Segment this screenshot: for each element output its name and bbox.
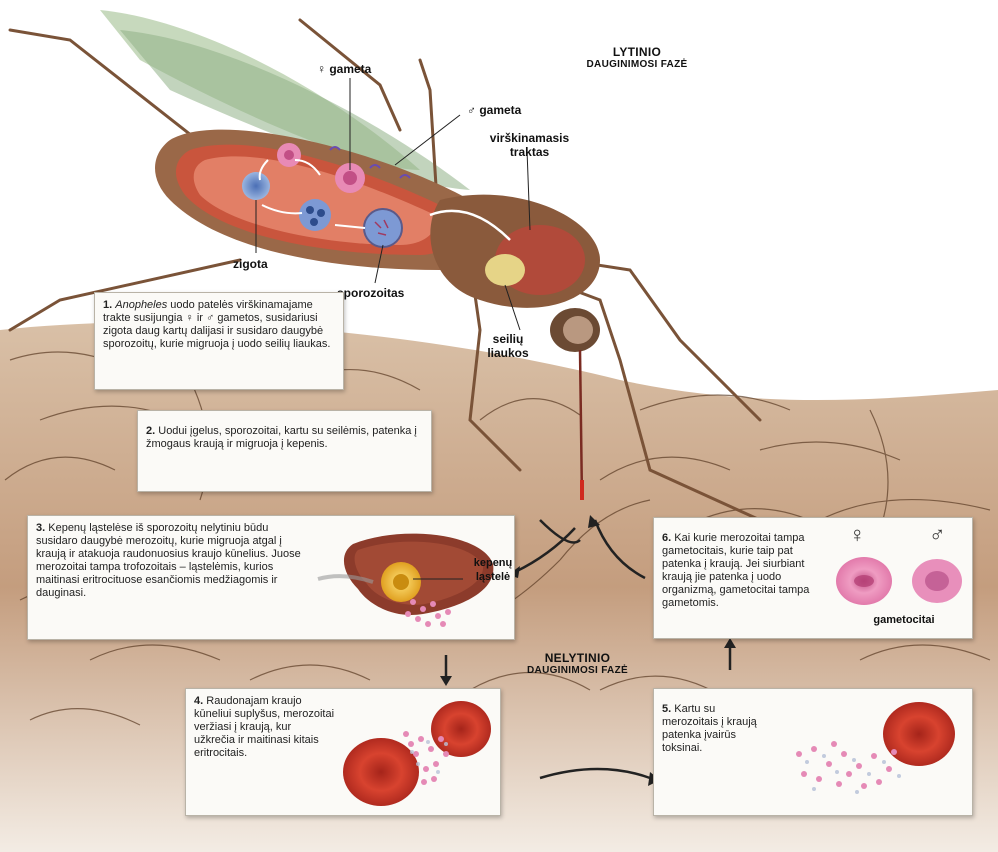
sexual-phase-title-line-2: DAUGINIMOSI FAZĖ — [582, 59, 692, 70]
asexual-phase-title-line-1: NELYTINIO — [520, 651, 635, 665]
sporozoite-label: sporozoitas — [337, 286, 404, 300]
liver-cell-label-line-2: ląstelė — [468, 570, 518, 584]
step-4-box: 4. Raudonajam kraujo kūneliui suplyšus, … — [185, 688, 501, 816]
step-1-species: Anopheles — [115, 299, 167, 311]
male-symbol: ♂ — [929, 528, 946, 541]
male-gamete-label: ♂ gameta — [467, 103, 521, 117]
liver-cell-label: kepenų ląstelė — [468, 556, 518, 584]
asexual-phase-title-line-2: DAUGINIMOSI FAZĖ — [520, 665, 635, 676]
female-gamete-label: ♀ gameta — [317, 62, 371, 76]
digestive-tract-label-line-2: traktas — [482, 145, 577, 159]
step-6-text-block: 6. Kai kurie merozoitai tampa gametocita… — [662, 524, 822, 610]
digestive-tract-label-line-1: virškinamasis — [482, 131, 577, 145]
step-3-number: 3. — [36, 522, 45, 534]
step-1-box: 1. Anopheles uodo patelės virškinamajame… — [94, 292, 344, 390]
step-5-box: 5. Kartu su merozoitais į kraują patenka… — [653, 688, 973, 816]
asexual-phase-title: NELYTINIO DAUGINIMOSI FAZĖ — [520, 651, 635, 676]
step-6-box: 6. Kai kurie merozoitai tampa gametocita… — [653, 517, 973, 639]
step-1-number: 1. — [103, 299, 112, 311]
salivary-glands-label-line-1: seilių — [478, 332, 538, 346]
step-2-text: Uodui įgelus, sporozoitai, kartu su seil… — [146, 425, 417, 450]
red-blood-cells-bursting — [336, 694, 496, 814]
step-5-text: Kartu su merozoitais į kraują patenka įv… — [662, 703, 757, 754]
salivary-glands-label-line-2: liaukos — [478, 346, 538, 360]
merozoites-and-toxins — [779, 694, 964, 812]
step-3-text-block: 3. Kepenų ląstelėse iš sporozoitų nelyti… — [36, 522, 311, 600]
step-6-text: Kai kurie merozoitai tampa gametocitais,… — [662, 532, 809, 609]
female-symbol: ♀ — [849, 528, 866, 541]
step-5-text-block: 5. Kartu su merozoitais į kraują patenka… — [662, 695, 772, 755]
step-4-text-block: 4. Raudonajam kraujo kūneliui suplyšus, … — [194, 695, 334, 760]
salivary-glands-label: seilių liaukos — [478, 332, 538, 360]
step-2-number: 2. — [146, 425, 155, 437]
zygote-label: zigota — [233, 257, 268, 271]
step-3-text: Kepenų ląstelėse iš sporozoitų nelytiniu… — [36, 522, 301, 599]
step-4-text: Raudonajam kraujo kūneliui suplyšus, mer… — [194, 695, 334, 759]
liver-cell-label-line-1: kepenų — [468, 556, 518, 570]
gametocytes-label: gametocitai — [849, 613, 959, 627]
step-4-number: 4. — [194, 695, 203, 707]
step-6-number: 6. — [662, 532, 671, 544]
digestive-tract-label: virškinamasis traktas — [482, 131, 577, 159]
step-3-box: 3. Kepenų ląstelėse iš sporozoitų nelyti… — [27, 515, 515, 640]
sexual-phase-title: LYTINIO DAUGINIMOSI FAZĖ — [582, 45, 692, 70]
step-2-box: 2. Uodui įgelus, sporozoitai, kartu su s… — [137, 410, 432, 492]
step-5-number: 5. — [662, 703, 671, 715]
sexual-phase-title-line-1: LYTINIO — [582, 45, 692, 59]
gametocyte-cells — [834, 554, 964, 609]
